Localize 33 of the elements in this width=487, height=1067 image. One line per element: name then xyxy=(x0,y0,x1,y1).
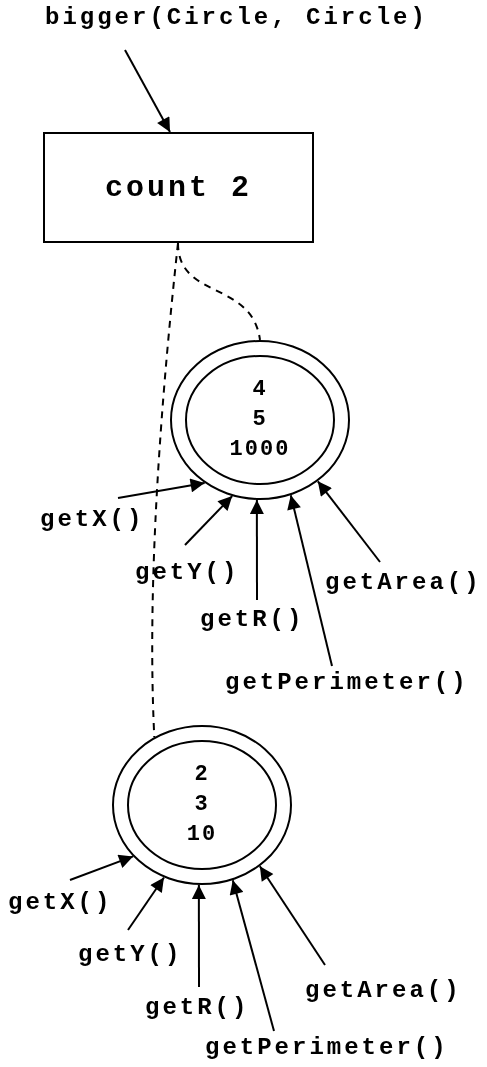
field-value: 2 xyxy=(194,762,210,787)
arrow xyxy=(69,854,135,881)
field-value: 5 xyxy=(252,407,268,432)
method-label: getPerimeter() xyxy=(205,1035,449,1061)
field-value: 10 xyxy=(186,822,218,847)
field-value: 3 xyxy=(194,792,210,817)
arrow xyxy=(127,876,165,931)
arrow xyxy=(117,478,206,499)
field-value: 1000 xyxy=(229,437,291,462)
arrow xyxy=(229,879,275,1032)
box-label: count 2 xyxy=(105,170,252,205)
method-call-label: bigger(Circle, Circle) xyxy=(45,5,428,31)
method-label: getY() xyxy=(78,942,183,968)
arrow xyxy=(316,480,381,563)
method-label: getPerimeter() xyxy=(225,670,469,696)
counter-box xyxy=(43,132,314,243)
dashed-connector xyxy=(151,242,179,739)
arrow xyxy=(191,883,206,988)
object-circle xyxy=(112,725,292,885)
method-label: getX() xyxy=(40,507,145,533)
field-value: 4 xyxy=(252,377,268,402)
arrow xyxy=(258,865,326,966)
arrow xyxy=(249,498,264,601)
method-label: getX() xyxy=(8,890,113,916)
arrow xyxy=(124,49,171,133)
method-label: getY() xyxy=(135,560,240,586)
method-label: getArea() xyxy=(325,570,482,596)
method-label: getR() xyxy=(200,607,305,633)
method-label: getR() xyxy=(145,995,250,1021)
object-circle xyxy=(170,340,350,500)
arrow xyxy=(184,495,234,546)
method-label: getArea() xyxy=(305,978,462,1004)
arrow xyxy=(287,494,333,667)
